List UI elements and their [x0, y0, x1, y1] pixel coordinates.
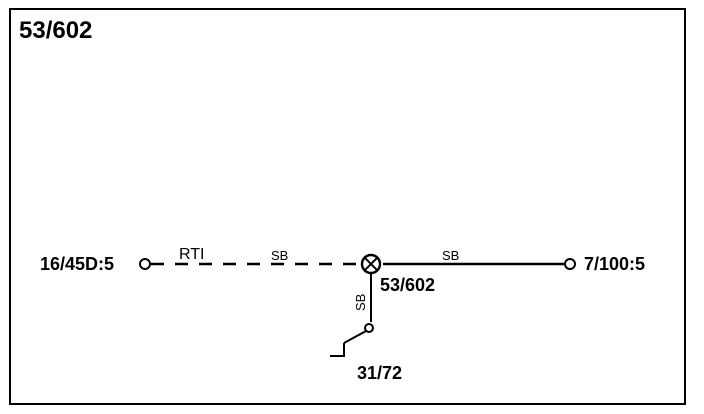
wire-left-color-label: SB — [271, 248, 288, 263]
right-terminal-connector — [564, 258, 576, 270]
diagram-title: 53/602 — [19, 17, 92, 44]
wire-vertical-color-label: SB — [353, 294, 368, 311]
ground-switch-symbol — [330, 323, 374, 357]
wire-right-color-label: SB — [442, 248, 459, 263]
diagram-frame — [9, 8, 686, 405]
left-terminal-connector — [139, 258, 151, 270]
left-terminal-label: 16/45D:5 — [40, 254, 114, 274]
wire-left-code-label: RTI — [179, 246, 204, 263]
right-terminal-label: 7/100:5 — [584, 254, 645, 274]
lamp-label: 53/602 — [380, 275, 435, 295]
lamp-symbol — [360, 253, 382, 275]
ground-label: 31/72 — [357, 363, 402, 383]
